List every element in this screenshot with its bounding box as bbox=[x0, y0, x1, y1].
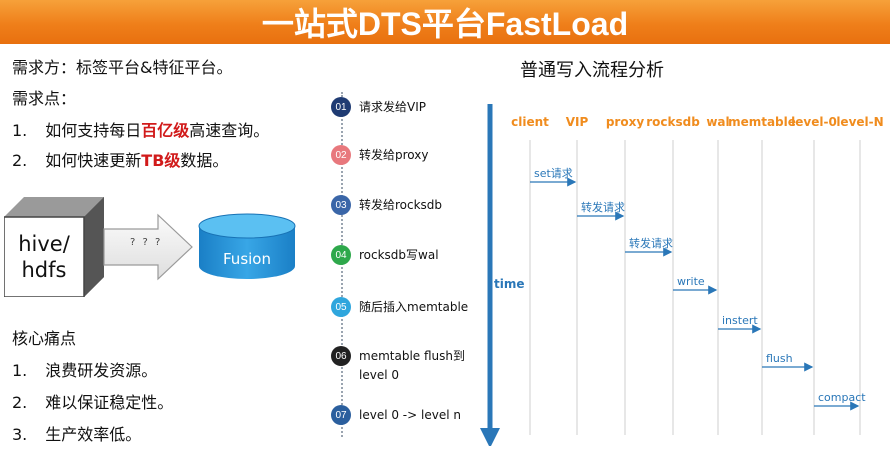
step-label: level 0 -> level n bbox=[359, 408, 461, 422]
demand-point-1-post: 高速查询。 bbox=[189, 121, 270, 140]
step-number-badge: 02 bbox=[331, 145, 351, 165]
step-label: 转发给rocksdb bbox=[359, 198, 443, 212]
source-line1: hive/ bbox=[18, 232, 70, 256]
step-number-badge: 04 bbox=[331, 245, 351, 265]
pain-point-3: 3. 生产效率低。 bbox=[12, 421, 141, 445]
step-04: 04 rocksdb写wal bbox=[331, 245, 439, 265]
title-banner: 一站式DTS平台FastLoad bbox=[0, 0, 890, 44]
participant-rocksdb: rocksdb bbox=[646, 115, 700, 129]
demand-point-2-num: 2. bbox=[12, 151, 28, 170]
pain-point-3-text: 生产效率低。 bbox=[45, 425, 142, 444]
participant-level-n: level-N bbox=[836, 115, 883, 129]
participant-wal: wal bbox=[706, 115, 729, 129]
pain-point-2-num: 2. bbox=[12, 393, 28, 412]
pain-point-2-text: 难以保证稳定性。 bbox=[45, 393, 174, 412]
step-label: rocksdb写wal bbox=[359, 248, 439, 262]
message-label-1: set请求 bbox=[534, 167, 573, 180]
demand-point-2-pre: 如何快速更新 bbox=[45, 151, 142, 170]
demand-side-text: 需求方：标签平台&特征平台。 bbox=[12, 58, 233, 77]
step-number-badge: 05 bbox=[331, 297, 351, 317]
step-label-line2: level 0 bbox=[359, 368, 399, 382]
step-number-badge: 07 bbox=[331, 405, 351, 425]
pain-point-2: 2. 难以保证稳定性。 bbox=[12, 389, 173, 413]
step-number-badge: 03 bbox=[331, 195, 351, 215]
participant-vip: VIP bbox=[566, 115, 589, 129]
time-label: time bbox=[494, 277, 525, 291]
step-06: 06 memtable flush到 level 0 bbox=[331, 346, 465, 382]
demand-point-1: 1. 如何支持每日百亿级高速查询。 bbox=[12, 117, 269, 141]
target-label: Fusion bbox=[223, 250, 271, 268]
participant-memtable: memtable bbox=[728, 115, 796, 129]
transfer-arrow bbox=[103, 213, 193, 281]
arrow-label: ? ? ? bbox=[130, 237, 163, 248]
demand-point-2-highlight: TB级 bbox=[141, 151, 181, 170]
step-number-badge: 01 bbox=[331, 97, 351, 117]
pain-point-1-text: 浪费研发资源。 bbox=[45, 361, 158, 380]
fusion-cylinder: Fusion bbox=[198, 213, 296, 279]
step-02: 02 转发给proxy bbox=[331, 145, 428, 165]
message-label-3: 转发请求 bbox=[629, 236, 673, 250]
step-label: memtable flush到 bbox=[359, 349, 465, 363]
step-01: 01 请求发给VIP bbox=[331, 97, 426, 117]
pain-point-1: 1. 浪费研发资源。 bbox=[12, 357, 157, 381]
message-label-7: compact bbox=[818, 391, 866, 404]
demand-points-title: 需求点： bbox=[12, 89, 77, 108]
participant-level-0: level-0 bbox=[791, 115, 837, 129]
participant-proxy: proxy bbox=[606, 115, 644, 129]
pain-point-1-num: 1. bbox=[12, 361, 28, 380]
demand-point-2: 2. 如何快速更新TB级数据。 bbox=[12, 147, 228, 171]
pain-point-3-num: 3. bbox=[12, 425, 28, 444]
hive-hdfs-cube: hive/ hdfs bbox=[4, 197, 104, 297]
step-03: 03 转发给rocksdb bbox=[331, 195, 442, 215]
page-title: 一站式DTS平台FastLoad bbox=[261, 6, 629, 42]
source-line2: hdfs bbox=[22, 258, 67, 282]
message-label-5: instert bbox=[722, 314, 758, 327]
step-label: 转发给proxy bbox=[359, 148, 429, 162]
step-number-badge: 06 bbox=[331, 346, 351, 366]
sequence-title: 普通写入流程分析 bbox=[520, 60, 664, 81]
demand-point-1-num: 1. bbox=[12, 121, 28, 140]
message-label-6: flush bbox=[766, 352, 793, 365]
message-label-4: write bbox=[677, 275, 705, 288]
demand-point-1-highlight: 百亿级 bbox=[141, 121, 190, 140]
step-label: 随后插入memtable bbox=[359, 300, 469, 314]
demand-point-2-post: 数据。 bbox=[180, 151, 229, 170]
step-07: 07 level 0 -> level n bbox=[331, 405, 461, 425]
pain-title: 核心痛点 bbox=[12, 329, 77, 348]
step-label: 请求发给VIP bbox=[359, 100, 426, 114]
demand-point-1-pre: 如何支持每日 bbox=[45, 121, 142, 140]
participant-client: client bbox=[511, 115, 549, 129]
message-label-2: 转发请求 bbox=[581, 200, 625, 214]
step-05: 05 随后插入memtable bbox=[331, 297, 468, 317]
